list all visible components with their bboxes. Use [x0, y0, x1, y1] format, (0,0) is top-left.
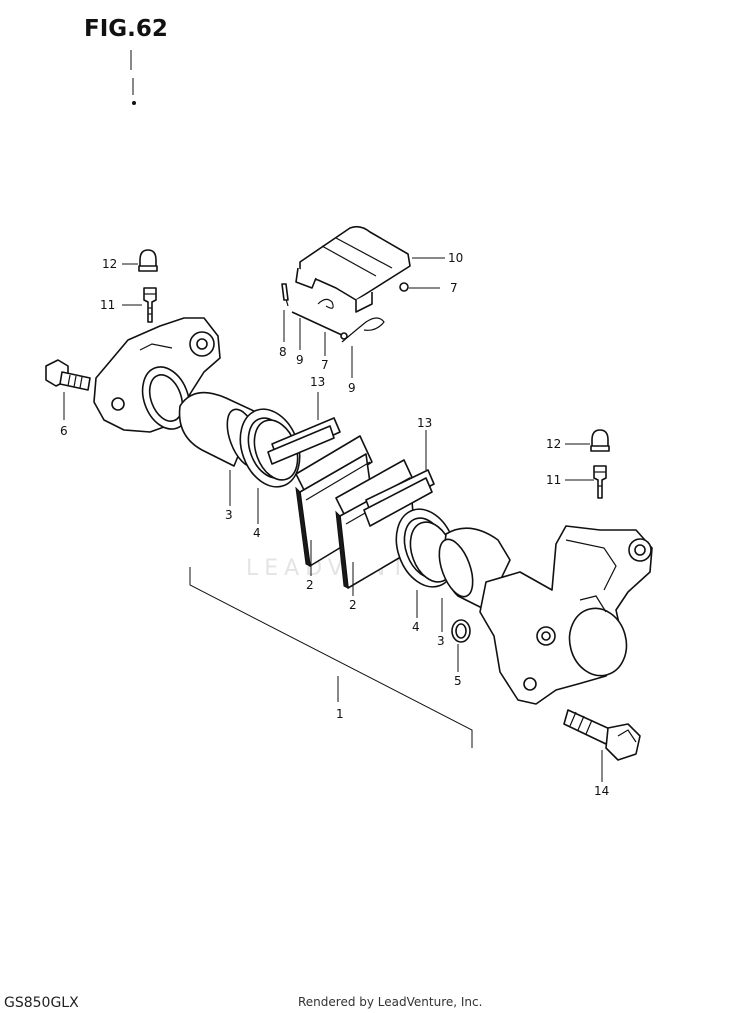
bleeder-cap-right — [590, 429, 610, 452]
callout-8: 8 — [279, 345, 287, 359]
callout-6: 6 — [60, 424, 68, 438]
brake-pad-left — [295, 435, 377, 567]
bleeder-valve-right — [593, 465, 607, 499]
callout-10: 10 — [448, 251, 463, 265]
title-leader-dot — [132, 101, 136, 105]
pad-shim-left — [267, 417, 341, 465]
piston-seal-left — [239, 408, 301, 488]
callout-12a: 12 — [102, 257, 117, 271]
bleeder-cap-left — [138, 249, 158, 272]
model-code: GS850GLX — [4, 995, 79, 1011]
callout-13a: 13 — [310, 375, 325, 389]
caliper-half-right — [479, 525, 653, 705]
callout-2b: 2 — [349, 598, 357, 612]
callout-14: 14 — [594, 784, 609, 798]
callout-11a: 11 — [100, 298, 115, 312]
callout-13b: 13 — [417, 416, 432, 430]
footer-credit: Rendered by LeadVenture, Inc. — [298, 995, 483, 1009]
pin-7-upper — [399, 282, 440, 292]
callout-7a: 7 — [450, 281, 458, 295]
callout-1: 1 — [336, 707, 344, 721]
callout-12b: 12 — [546, 437, 561, 451]
bleeder-valve-left — [143, 287, 157, 323]
pad-pin-and-clips — [281, 283, 385, 343]
callout-7b: 7 — [321, 358, 329, 372]
callout-3a: 3 — [225, 508, 233, 522]
callout-4b: 4 — [412, 620, 420, 634]
callout-9b: 9 — [348, 381, 356, 395]
callout-11b: 11 — [546, 473, 561, 487]
assembly-bracket — [189, 567, 473, 748]
figure-title: FIG.62 — [84, 16, 168, 42]
o-ring-5 — [451, 619, 471, 643]
callout-4a: 4 — [253, 526, 261, 540]
pad-shim-right — [363, 469, 435, 527]
callout-3b: 3 — [437, 634, 445, 648]
callout-5: 5 — [454, 674, 462, 688]
callout-9a: 9 — [296, 353, 304, 367]
callout-2a: 2 — [306, 578, 314, 592]
mounting-bolt-14 — [563, 709, 641, 761]
mounting-bolt-6 — [45, 359, 91, 391]
caliper-half-left — [93, 317, 221, 433]
pad-spring-cover — [295, 225, 411, 313]
